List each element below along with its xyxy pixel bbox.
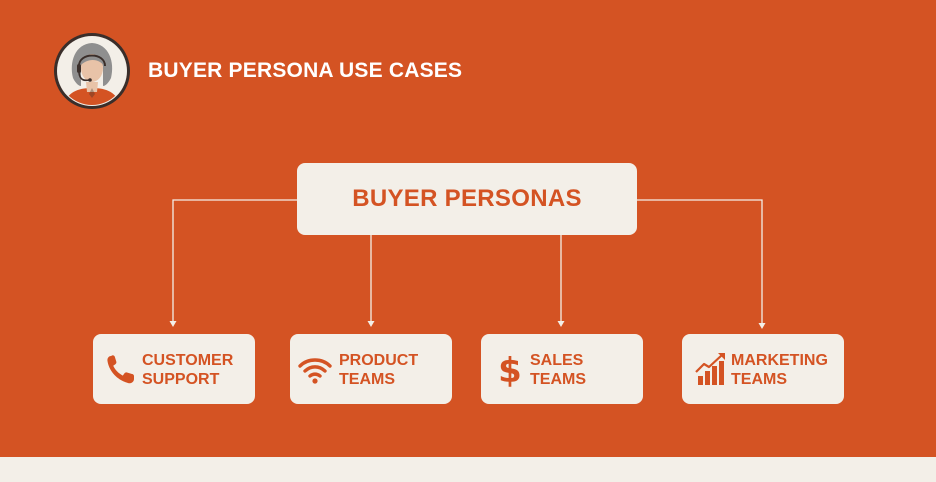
- node-label: CUSTOMER SUPPORT: [142, 351, 233, 389]
- page-title: BUYER PERSONA USE CASES: [148, 59, 463, 82]
- connector-customer-support: [172, 199, 297, 322]
- connector-lines: [169, 199, 766, 329]
- node-label-line2: TEAMS: [731, 371, 787, 388]
- node-label-line1: MARKETING: [731, 352, 828, 369]
- node-label-line1: PRODUCT: [339, 352, 419, 369]
- node-label: SALES TEAMS: [530, 351, 586, 389]
- connector-marketing-teams: [637, 199, 763, 324]
- node-label-line1: CUSTOMER: [142, 352, 234, 369]
- dollar-icon: $: [498, 351, 522, 388]
- phone-icon: [107, 355, 134, 384]
- diagram-canvas: BUYER PERSONA USE CASES BUYER PERSONAS C…: [0, 0, 936, 457]
- node-sales-teams: $ SALES TEAMS: [481, 334, 643, 404]
- svg-text:$: $: [498, 351, 522, 388]
- headset-agent-avatar-icon: [54, 33, 130, 109]
- root-node-label: BUYER PERSONAS: [352, 185, 582, 212]
- node-marketing-teams: MARKETING TEAMS: [682, 334, 844, 404]
- node-label-line2: TEAMS: [530, 371, 586, 388]
- node-customer-support: CUSTOMER SUPPORT: [93, 334, 255, 404]
- node-label: PRODUCT TEAMS: [339, 351, 418, 389]
- root-node-buyer-personas: BUYER PERSONAS: [297, 163, 637, 235]
- node-label-line2: TEAMS: [339, 371, 395, 388]
- arrowhead-sales-teams: [557, 321, 565, 327]
- arrowhead-customer-support: [169, 321, 177, 327]
- arrowhead-marketing-teams: [758, 323, 766, 329]
- footer-band: [0, 457, 936, 482]
- wifi-icon: [298, 358, 332, 384]
- arrowhead-product-teams: [367, 321, 375, 327]
- growth-chart-icon: [695, 353, 725, 385]
- node-label-line1: SALES: [530, 352, 584, 369]
- node-label: MARKETING TEAMS: [731, 351, 828, 389]
- node-product-teams: PRODUCT TEAMS: [290, 334, 452, 404]
- node-label-line2: SUPPORT: [142, 371, 220, 388]
